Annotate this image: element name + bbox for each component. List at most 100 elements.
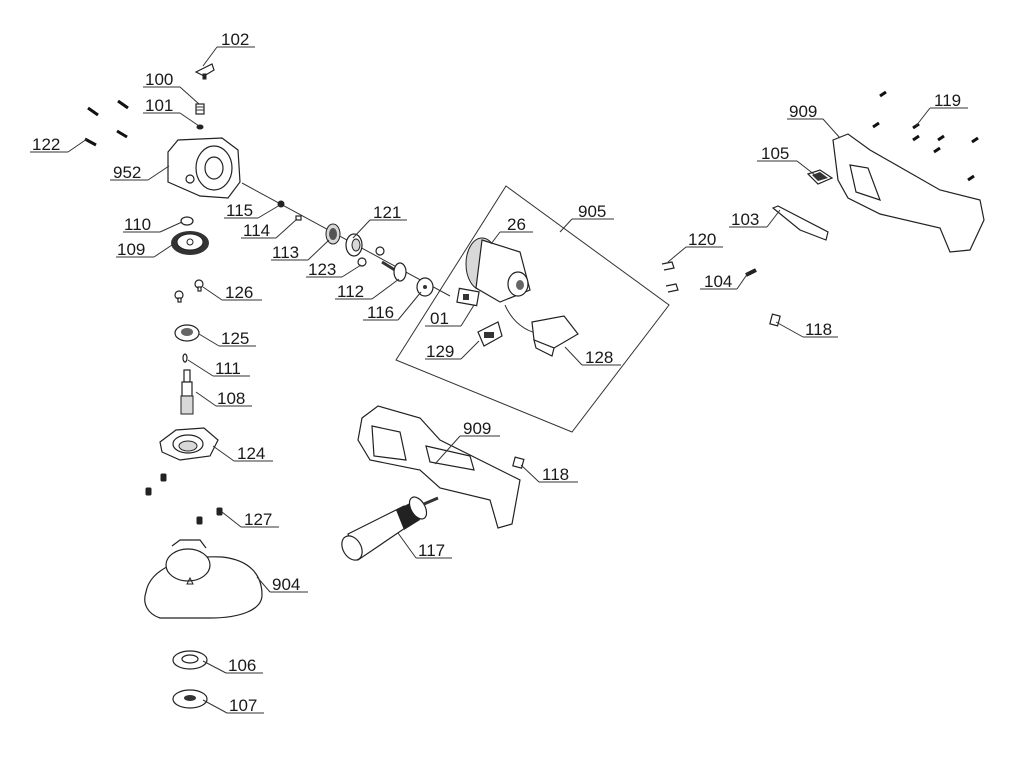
callout-114: 114: [241, 218, 298, 240]
callout-118: 118: [775, 320, 838, 339]
leader-line: [153, 242, 176, 258]
part-number-label: 125: [221, 329, 249, 348]
callout-117: 117: [397, 532, 452, 560]
part-number-label: 102: [221, 30, 249, 49]
callout-126: 126: [202, 283, 262, 302]
part-number-label: 118: [805, 320, 832, 339]
callout-105: 105: [757, 144, 816, 176]
part-number-label: 108: [217, 389, 245, 408]
part-number-label: 111: [215, 359, 241, 378]
leader-line: [202, 286, 223, 301]
leader-line: [198, 333, 220, 347]
part-number-label: 122: [32, 135, 60, 154]
callout-909: 909: [787, 102, 841, 139]
part-117-side-handle: [341, 496, 439, 561]
part-111-key: [182, 353, 188, 363]
part-number-label: 114: [243, 221, 270, 240]
callout-120: 120: [667, 230, 723, 263]
part-number-label: 952: [113, 163, 141, 182]
callout-01: 01: [425, 304, 475, 328]
callout-116: 116: [363, 291, 422, 322]
callout-118: 118: [520, 464, 578, 484]
part-number-label: 127: [244, 510, 272, 529]
callout-112: 112: [335, 278, 400, 301]
leader-line: [159, 221, 183, 233]
part-129-connector: [477, 321, 503, 347]
leader-line: [775, 321, 804, 338]
part-121-bearing: [345, 233, 363, 257]
callout-115: 115: [224, 201, 281, 220]
callout-123: 123: [306, 260, 362, 279]
callout-111: 111: [187, 359, 250, 378]
part-103-switch-slider: [771, 205, 829, 241]
leader-line: [195, 391, 217, 407]
part-01-switch: [456, 287, 480, 307]
leader-line: [796, 160, 816, 176]
callout-26: 26: [490, 215, 533, 245]
callout-129: 129: [425, 340, 480, 361]
callout-905: 905: [559, 202, 614, 233]
callout-119: 119: [915, 91, 968, 127]
part-number-label: 121: [373, 203, 401, 222]
part-number-label: 909: [463, 419, 491, 438]
callout-101: 101: [143, 96, 200, 127]
part-110-washer: [180, 216, 194, 226]
leader-line: [341, 264, 362, 278]
part-113-pinion: [325, 223, 341, 245]
leader-line: [434, 435, 461, 465]
callout-107: 107: [202, 696, 264, 715]
part-number-label: 100: [145, 70, 173, 89]
leader-line: [307, 239, 330, 261]
part-109-bevel-gear: [171, 231, 209, 255]
part-number-label: 01: [430, 309, 449, 328]
part-116-disc: [416, 277, 434, 297]
part-number-label: 129: [426, 342, 454, 361]
leader-line: [766, 209, 781, 228]
callout-904: 904: [256, 575, 308, 594]
part-number-label: 104: [704, 272, 732, 291]
part-number-label: 126: [225, 283, 253, 302]
part-102-clip: [194, 63, 215, 80]
leader-line: [460, 304, 475, 327]
part-106-inner-flange: [172, 650, 208, 670]
part-124-bearing-flange: [159, 427, 219, 461]
part-number-label: 105: [761, 144, 789, 163]
leader-line: [371, 278, 400, 300]
part-100-spring: [195, 103, 205, 115]
part-number-label: 904: [272, 575, 300, 594]
part-909-housing-left: [357, 405, 521, 529]
part-number-label: 112: [337, 282, 364, 301]
part-905-motor-assembly-frame: [395, 185, 670, 433]
part-118-label-right: [769, 313, 781, 327]
part-122-screws: [84, 99, 129, 147]
part-120-clips: [661, 261, 679, 293]
part-127-screws: [145, 473, 223, 525]
leader-line: [559, 218, 573, 233]
part-105-lock-button: [806, 169, 834, 185]
leader-line: [179, 112, 200, 127]
part-number-label: 118: [542, 465, 569, 484]
part-number-label: 107: [229, 696, 257, 715]
callout-952: 952: [110, 163, 170, 182]
leader-line: [667, 246, 687, 263]
leader-line: [212, 445, 235, 462]
leader-line: [275, 218, 298, 239]
part-number-label: 113: [272, 243, 299, 262]
callout-124: 124: [212, 444, 273, 463]
part-123-screws: [357, 246, 385, 267]
part-number-label: 106: [228, 656, 256, 675]
part-number-label: 116: [367, 303, 394, 322]
callout-108: 108: [195, 389, 252, 408]
part-number-label: 909: [789, 102, 817, 121]
part-number-label: 109: [117, 240, 145, 259]
leader-line: [67, 138, 88, 153]
part-number-label: 26: [507, 215, 526, 234]
part-128-electronics-module: [531, 315, 579, 357]
leader-line: [202, 46, 218, 67]
leader-line: [202, 699, 228, 714]
part-904-wheel-guard: [144, 539, 263, 619]
leader-line: [221, 511, 242, 528]
callout-103: 103: [729, 209, 781, 229]
part-number-label: 115: [226, 201, 253, 220]
